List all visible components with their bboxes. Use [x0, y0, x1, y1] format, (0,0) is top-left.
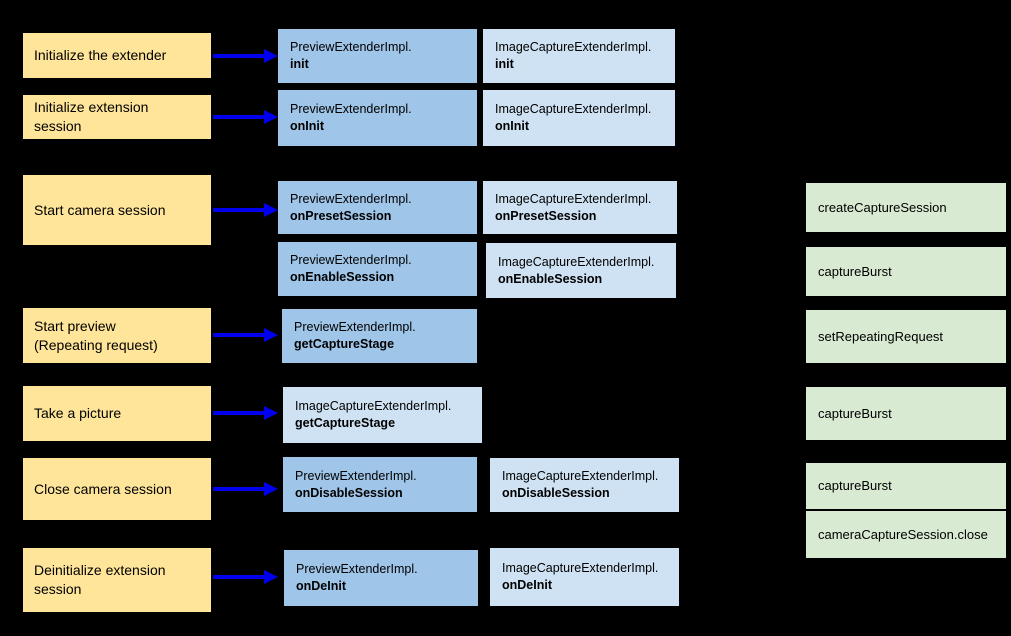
action-label: Initialize the extender: [34, 47, 167, 63]
arrow-head-icon: [264, 203, 278, 217]
action-box-initialize-extender: Initialize the extender: [23, 33, 211, 78]
action-box-start-preview: Start preview (Repeating request): [23, 308, 211, 363]
camera2-box-cameracapturesession-close: cameraCaptureSession.close: [806, 511, 1006, 558]
arrow-head-icon: [264, 49, 278, 63]
impl-box-preview-init: PreviewExtenderImpl. init: [278, 29, 477, 83]
impl-method-name: init: [495, 57, 514, 71]
arrow-deinitialize-extension-session: [212, 570, 278, 584]
impl-method-name: onInit: [290, 119, 325, 133]
action-label: Deinitialize extension session: [34, 562, 166, 597]
camera2-box-captureburst-close: captureBurst: [806, 463, 1006, 509]
action-label: Start preview (Repeating request): [34, 317, 158, 353]
impl-class-name: ImageCaptureExtenderImpl.: [295, 399, 452, 413]
impl-method-name: onDisableSession: [502, 486, 610, 500]
arrow-head-icon: [264, 328, 278, 342]
impl-method-name: onDisableSession: [295, 485, 403, 500]
arrow-take-a-picture: [212, 406, 278, 420]
impl-box-imagecapture-getcapturestage: ImageCaptureExtenderImpl. getCaptureStag…: [283, 387, 482, 443]
action-box-deinitialize-extension-session: Deinitialize extension session: [23, 548, 211, 612]
impl-box-preview-ondisablesession: PreviewExtenderImpl. onDisableSession: [283, 457, 477, 512]
impl-box-imagecapture-onenablesession: ImageCaptureExtenderImpl. onEnableSessio…: [486, 243, 676, 298]
arrow-head-icon: [264, 406, 278, 420]
impl-box-preview-ondeinit: PreviewExtenderImpl. onDeInit: [284, 550, 478, 606]
action-label: Start camera session: [34, 201, 166, 218]
impl-class-name: PreviewExtenderImpl.: [290, 102, 412, 116]
impl-method-name: onInit: [495, 119, 530, 133]
arrow-start-preview: [212, 328, 278, 342]
arrow-shaft: [213, 575, 265, 579]
impl-box-preview-onenablesession: PreviewExtenderImpl. onEnableSession: [278, 242, 477, 296]
camera2-call-label: captureBurst: [818, 478, 892, 493]
action-label: Take a picture: [34, 405, 122, 421]
impl-class-name: ImageCaptureExtenderImpl.: [495, 191, 652, 206]
action-box-take-a-picture: Take a picture: [23, 386, 211, 441]
arrow-initialize-extender: [212, 49, 278, 63]
impl-box-imagecapture-init: ImageCaptureExtenderImpl. init: [483, 29, 675, 83]
impl-class-name: ImageCaptureExtenderImpl.: [502, 561, 659, 575]
impl-box-imagecapture-onpresetsession: ImageCaptureExtenderImpl. onPresetSessio…: [483, 181, 677, 234]
camera2-call-label: cameraCaptureSession.close: [818, 526, 988, 542]
arrow-shaft: [213, 487, 265, 491]
impl-method-name: onDeInit: [502, 578, 552, 592]
arrow-shaft: [213, 411, 265, 415]
impl-class-name: PreviewExtenderImpl.: [290, 253, 412, 267]
arrow-shaft: [213, 115, 265, 119]
action-label: Close camera session: [34, 480, 172, 497]
camera2-call-label: captureBurst: [818, 405, 892, 421]
impl-box-preview-onpresetsession: PreviewExtenderImpl. onPresetSession: [278, 181, 477, 234]
arrow-close-camera-session: [212, 482, 278, 496]
impl-box-imagecapture-oninit: ImageCaptureExtenderImpl. onInit: [483, 90, 675, 146]
impl-class-name: ImageCaptureExtenderImpl.: [498, 254, 655, 269]
impl-box-preview-oninit: PreviewExtenderImpl. onInit: [278, 90, 477, 146]
camera2-box-setrepeatingrequest: setRepeatingRequest: [806, 310, 1006, 363]
action-box-close-camera-session: Close camera session: [23, 458, 211, 520]
impl-class-name: PreviewExtenderImpl.: [294, 320, 416, 334]
impl-class-name: PreviewExtenderImpl.: [295, 468, 417, 483]
impl-box-imagecapture-ondisablesession: ImageCaptureExtenderImpl. onDisableSessi…: [490, 458, 679, 512]
impl-method-name: onDeInit: [296, 579, 346, 593]
impl-box-preview-getcapturestage: PreviewExtenderImpl. getCaptureStage: [282, 309, 477, 363]
impl-method-name: init: [290, 57, 309, 71]
impl-class-name: PreviewExtenderImpl.: [290, 191, 412, 206]
impl-class-name: ImageCaptureExtenderImpl.: [495, 40, 652, 54]
impl-method-name: onEnableSession: [498, 271, 603, 286]
arrow-head-icon: [264, 482, 278, 496]
arrow-start-camera-session: [212, 203, 278, 217]
arrow-shaft: [213, 208, 265, 212]
impl-class-name: PreviewExtenderImpl.: [296, 562, 418, 576]
action-box-initialize-extension-session: Initialize extension session: [23, 95, 211, 139]
action-label: Initialize extension session: [34, 99, 149, 134]
arrow-shaft: [213, 54, 265, 58]
camera2-call-label: setRepeatingRequest: [818, 328, 944, 344]
camera2-call-label: captureBurst: [818, 263, 892, 279]
impl-box-imagecapture-ondeinit: ImageCaptureExtenderImpl. onDeInit: [490, 548, 679, 606]
impl-method-name: getCaptureStage: [295, 416, 396, 430]
impl-class-name: PreviewExtenderImpl.: [290, 40, 412, 54]
impl-class-name: ImageCaptureExtenderImpl.: [495, 102, 652, 116]
arrow-head-icon: [264, 110, 278, 124]
camera2-call-label: createCaptureSession: [818, 199, 947, 215]
arrow-shaft: [213, 333, 265, 337]
impl-method-name: onPresetSession: [495, 208, 597, 223]
camera2-box-captureburst-enable: captureBurst: [806, 247, 1006, 296]
camera2-box-captureburst-takepicture: captureBurst: [806, 387, 1006, 440]
impl-method-name: getCaptureStage: [294, 337, 395, 351]
impl-method-name: onPresetSession: [290, 208, 392, 223]
impl-method-name: onEnableSession: [290, 270, 395, 284]
arrow-initialize-extension-session: [212, 110, 278, 124]
action-box-start-camera-session: Start camera session: [23, 175, 211, 245]
arrow-head-icon: [264, 570, 278, 584]
impl-class-name: ImageCaptureExtenderImpl.: [502, 469, 659, 483]
camera2-box-createcapturesession: createCaptureSession: [806, 183, 1006, 232]
